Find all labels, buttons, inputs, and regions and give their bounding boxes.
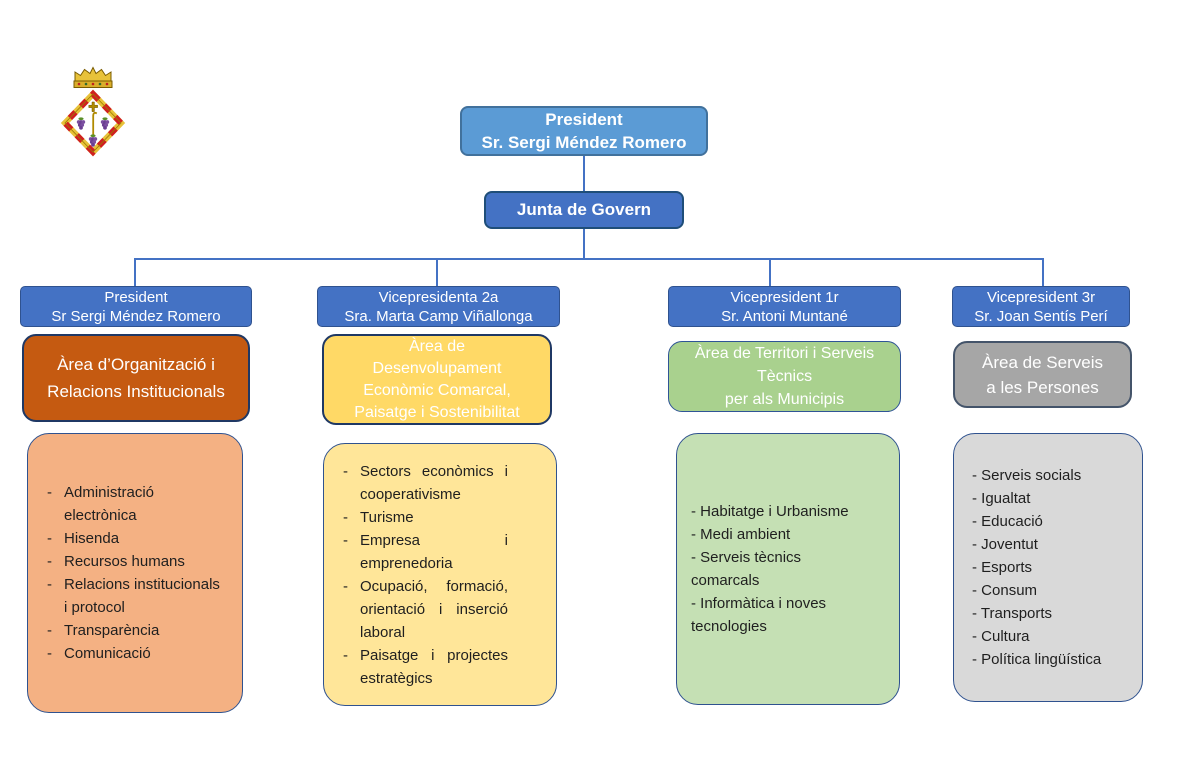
connector-junta-down [583,229,585,259]
list-item: Igualtat [954,487,1142,510]
column-1-list-box: Administració electrònica Hisenda Recurs… [27,433,243,713]
column-3-items: Habitatge i Urbanisme Medi ambient Serve… [677,500,899,638]
list-item: Relacions institucionals i protocol [28,573,242,619]
column-3-header: Vicepresident 1r Sr. Antoni Muntané [668,286,901,327]
list-item: Habitatge i Urbanisme [677,500,899,523]
column-3-role: Vicepresident 1r [730,288,839,306]
column-1-items: Administració electrònica Hisenda Recurs… [28,481,242,665]
list-item: Serveis tècnics comarcals [677,546,899,592]
column-2-list-box: Sectors econòmics i cooperativisme Turis… [323,443,557,706]
column-1-header: President Sr Sergi Méndez Romero [20,286,252,327]
column-2-area-box: Àrea de Desenvolupament Econòmic Comarca… [322,334,552,425]
column-2-name: Sra. Marta Camp Viñallonga [344,307,533,325]
junta-label: Junta de Govern [516,200,652,219]
list-item: Transports [954,602,1142,625]
list-item: Cultura [954,625,1142,648]
connector-drop-1 [134,258,136,286]
junta-box: Junta de Govern [484,191,684,229]
column-2-role: Vicepresidenta 2a [378,288,499,306]
list-item: Administració electrònica [28,481,242,527]
list-item: Joventut [954,533,1142,556]
list-item: Medi ambient [677,523,899,546]
area-line: per als Municipis [724,391,845,408]
column-4-role: Vicepresident 3r [986,288,1096,306]
coat-of-arms-logo [58,60,128,158]
area-line: Econòmic Comarcal, [363,381,511,399]
president-name: Sr. Sergi Méndez Romero [481,133,687,152]
list-item: Turisme [324,506,556,529]
area-line: Desenvolupament [372,359,502,377]
area-line: Àrea de Serveis [982,352,1103,372]
connector-drop-3 [769,258,771,286]
area-line: Àrea d’Organització i [57,355,215,374]
list-item: Política lingüística [954,648,1142,671]
column-3-area-box: Àrea de Territori i Serveis Tècnics per … [668,341,901,412]
list-item: Serveis socials [954,464,1142,487]
list-item: Hisenda [28,527,242,550]
list-item: Ocupació, formació, orientació i inserci… [324,575,556,644]
area-line: Relacions Institucionals [47,382,225,401]
president-role: President [545,110,623,129]
column-4-header: Vicepresident 3r Sr. Joan Sentís Perí [952,286,1130,327]
area-line: Àrea de Territori i Serveis [694,345,875,362]
column-2-header: Vicepresidenta 2a Sra. Marta Camp Viñall… [317,286,560,327]
list-item: Informàtica i noves tecnologies [677,592,899,638]
column-4-area-box: Àrea de Serveis a les Persones [953,341,1132,408]
list-item: Transparència [28,619,242,642]
column-1-role: President [104,288,168,306]
column-4-name: Sr. Joan Sentís Perí [974,307,1108,325]
area-line: Àrea de [408,337,466,355]
column-1-name: Sr Sergi Méndez Romero [51,307,221,325]
list-item: Paisatge i projectes estratègics [324,644,556,690]
area-line: Tècnics [756,368,813,385]
column-2-items: Sectors econòmics i cooperativisme Turis… [324,460,556,690]
column-4-list-box: Serveis socials Igualtat Educació Jovent… [953,433,1143,702]
connector-horizontal [134,258,1044,260]
list-item: Esports [954,556,1142,579]
list-item: Consum [954,579,1142,602]
column-1-area-box: Àrea d’Organització i Relacions Instituc… [22,334,250,422]
column-4-items: Serveis socials Igualtat Educació Jovent… [954,464,1142,671]
connector-drop-2 [436,258,438,286]
connector-drop-4 [1042,258,1044,286]
area-line: Paisatge i Sostenibilitat [354,403,520,421]
president-box: President Sr. Sergi Méndez Romero [460,106,708,156]
list-item: Educació [954,510,1142,533]
list-item: Empresa i emprenedoria [324,529,556,575]
column-3-list-box: Habitatge i Urbanisme Medi ambient Serve… [676,433,900,705]
list-item: Recursos humans [28,550,242,573]
coat-of-arms-icon [60,66,126,157]
area-line: a les Persones [986,377,1099,397]
list-item: Sectors econòmics i cooperativisme [324,460,556,506]
column-3-name: Sr. Antoni Muntané [721,307,848,325]
list-item: Comunicació [28,642,242,665]
connector-president-junta [583,156,585,191]
